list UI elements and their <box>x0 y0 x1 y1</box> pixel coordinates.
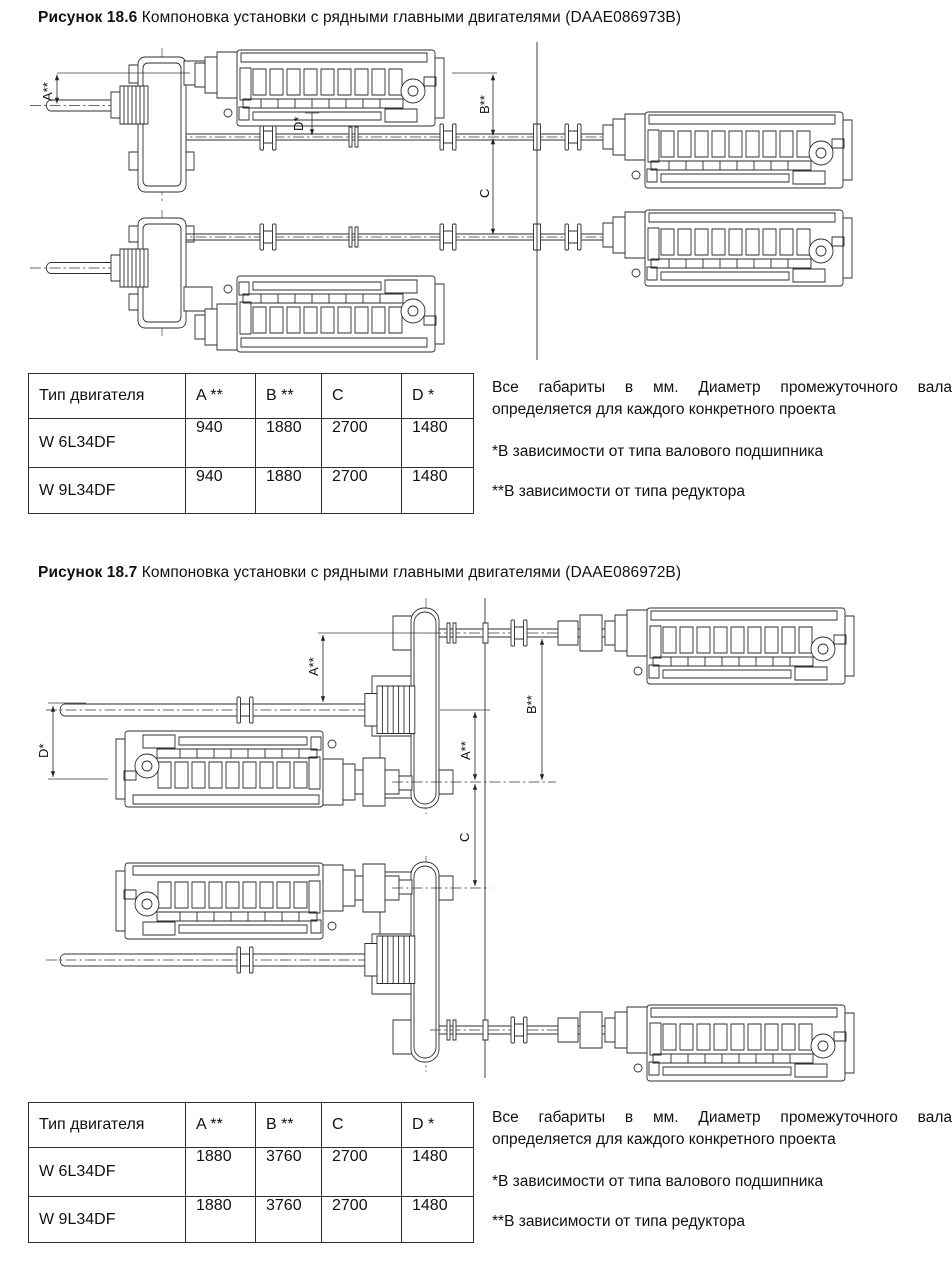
figure-2-drawing: A** D* B** A** C <box>36 593 855 1082</box>
dim-label-c: C <box>477 189 492 198</box>
note-dimensions: Все габариты в мм. Диаметр промежуточног… <box>492 1109 952 1148</box>
engine-bottom-right <box>604 1004 855 1082</box>
value-cell: 2700 <box>321 467 402 514</box>
figure-2-label: Рисунок 18.7 <box>38 564 138 581</box>
engine-type-cell: W 9L34DF <box>28 467 186 514</box>
note-double-star: **В зависимости от типа редуктора <box>492 1213 746 1230</box>
dim-label-b: B** <box>524 695 539 714</box>
header-cell: D * <box>401 373 474 419</box>
figure-2-table: Тип двигателя A ** B ** C D * W 6L34DF 1… <box>28 1102 474 1243</box>
dimension-d: D* <box>291 113 319 135</box>
value-cell: 3760 <box>255 1147 322 1197</box>
value-cell: 940 <box>185 418 256 468</box>
dimension-c: C <box>457 784 478 886</box>
dimension-b: B** <box>524 639 545 780</box>
gearbox-bottom-left <box>110 210 212 336</box>
dimension-a: A** <box>40 73 497 104</box>
exhaust-manifold <box>649 115 835 124</box>
dimension-c: C <box>477 138 496 235</box>
value-cell: 1480 <box>401 1196 474 1243</box>
header-cell: Тип двигателя <box>28 373 186 419</box>
header-cell: D * <box>401 1102 474 1148</box>
engine-type-cell: W 6L34DF <box>28 418 186 468</box>
dimension-b: B** <box>477 74 496 136</box>
engine-input-shaft-bottom <box>430 1012 658 1048</box>
note-star: *В зависимости от типа валового подшипни… <box>492 1173 824 1190</box>
note-star: *В зависимости от типа валового подшипни… <box>492 443 824 460</box>
engine-top-right <box>602 111 853 189</box>
value-cell: 1880 <box>185 1196 256 1243</box>
value-cell: 2700 <box>321 418 402 468</box>
value-cell: 3760 <box>255 1196 322 1243</box>
header-cell: A ** <box>185 373 256 419</box>
dim-label-a: A** <box>458 741 473 760</box>
engine-bottom-left <box>194 275 445 353</box>
header-cell: Тип двигателя <box>28 1102 186 1148</box>
figure-1-drawing: A** B** C D* <box>0 40 853 370</box>
header-cell: A ** <box>185 1102 256 1148</box>
note-double-star: **В зависимости от типа редуктора <box>492 483 746 500</box>
dimension-a-lower: A** <box>440 710 490 780</box>
figure-1-table: Тип двигателя A ** B ** C D * W 6L34DF 9… <box>28 373 474 514</box>
exhaust-manifold <box>241 338 427 347</box>
intermediate-shaft-top <box>176 123 656 151</box>
engine-top-right <box>604 607 855 685</box>
value-cell: 1880 <box>185 1147 256 1197</box>
value-cell: 1880 <box>255 418 322 468</box>
figure-2-title: Рисунок 18.7 Компоновка установки с рядн… <box>38 564 681 582</box>
header-cell: B ** <box>255 373 322 419</box>
gearbox-bottom <box>364 856 453 1072</box>
engine-type-cell: W 9L34DF <box>28 1196 186 1243</box>
dim-label-d: D* <box>291 117 306 131</box>
dim-label-b: B** <box>477 95 492 114</box>
exhaust-manifold <box>649 213 835 222</box>
engine-bottom-right <box>602 209 853 287</box>
exhaust-manifold <box>651 1008 837 1017</box>
engine-type-cell: W 6L34DF <box>28 1147 186 1197</box>
engine-input-shaft-top <box>430 615 658 651</box>
value-cell: 2700 <box>321 1147 402 1197</box>
figure-1-caption: Компоновка установки с рядными главными … <box>141 9 682 26</box>
exhaust-manifold <box>651 611 837 620</box>
note-dimensions: Все габариты в мм. Диаметр промежуточног… <box>492 379 952 418</box>
intermediate-shaft-bottom <box>176 223 656 251</box>
dimension-d: D* <box>36 703 108 779</box>
dim-label-c: C <box>457 833 472 842</box>
dim-label-a: A** <box>40 82 55 101</box>
dim-label-a: A** <box>306 657 321 676</box>
dimension-a-upper: A** <box>306 633 430 702</box>
engine-bottom-left <box>115 862 490 940</box>
figure-1-notes: Все габариты в мм. Диаметр промежуточног… <box>492 377 952 503</box>
exhaust-manifold <box>241 53 427 62</box>
header-cell: C <box>321 1102 402 1148</box>
header-cell: B ** <box>255 1102 322 1148</box>
engine-top-left <box>194 49 445 127</box>
value-cell: 1480 <box>401 1147 474 1197</box>
figure-1-label: Рисунок 18.6 <box>38 9 138 26</box>
exhaust-manifold <box>133 866 319 875</box>
value-cell: 2700 <box>321 1196 402 1243</box>
figure-2-notes: Все габариты в мм. Диаметр промежуточног… <box>492 1107 952 1233</box>
value-cell: 1480 <box>401 418 474 468</box>
dim-label-d: D* <box>36 744 51 758</box>
header-cell: C <box>321 373 402 419</box>
value-cell: 940 <box>185 467 256 514</box>
value-cell: 1480 <box>401 467 474 514</box>
exhaust-manifold <box>133 795 319 804</box>
engine-top-left <box>115 730 556 808</box>
value-cell: 1880 <box>255 467 322 514</box>
figure-2-caption: Компоновка установки с рядными главными … <box>141 564 682 581</box>
figure-1-title: Рисунок 18.6 Компоновка установки с рядн… <box>38 9 681 27</box>
